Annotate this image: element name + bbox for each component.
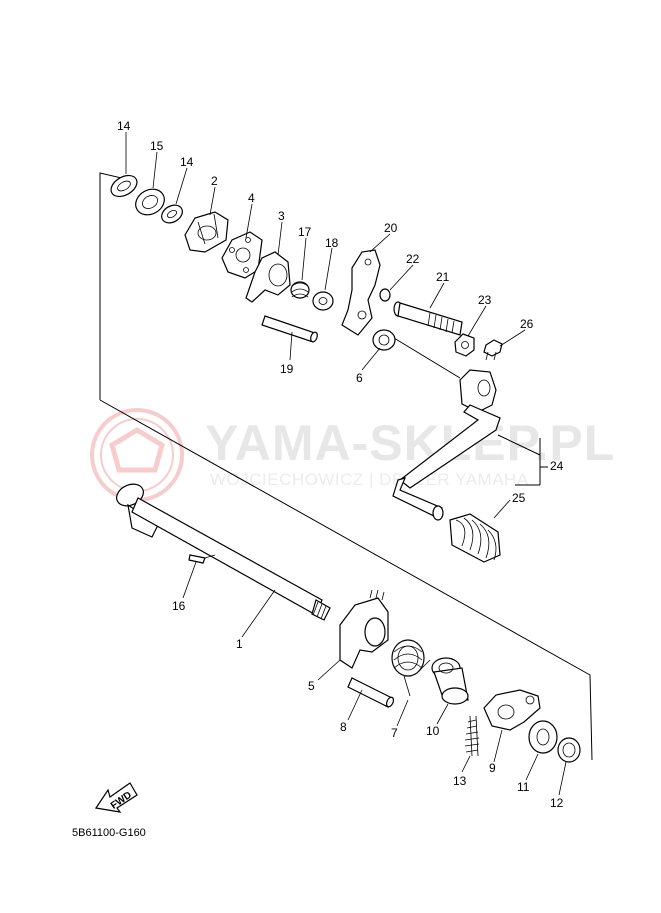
part-10-collar: [431, 657, 469, 705]
part-12-circlip: [557, 737, 581, 763]
callout-4: 4: [248, 191, 255, 205]
callout-22: 22: [406, 252, 420, 266]
part-23-nut: [454, 333, 475, 357]
callout-5: 5: [308, 679, 315, 693]
callout-23: 23: [478, 293, 492, 307]
watermark-title: YAMA-SKLEP.PL: [205, 415, 615, 471]
part-2-shift-cam: [184, 211, 229, 253]
part-1-shift-shaft: [116, 483, 331, 621]
part-9-lever: [483, 689, 541, 731]
callout-16: 16: [172, 599, 186, 613]
part-21-bolt: [393, 301, 463, 336]
callout-14: 14: [117, 119, 131, 133]
part-8-pin: [347, 677, 395, 708]
part-22-circlip: [379, 288, 391, 302]
part-3-stopper-lever: [245, 251, 291, 303]
leader-lines: [125, 132, 567, 796]
callout-15: 15: [150, 139, 164, 153]
part-26-bolt: [483, 339, 503, 361]
callout-14: 14: [180, 155, 194, 169]
part-4-plate: [221, 231, 263, 279]
callout-1: 1: [236, 637, 243, 651]
part-24-shift-pedal: [392, 369, 501, 521]
callout-19: 19: [280, 362, 294, 376]
callout-24: 24: [550, 459, 564, 473]
watermark: YAMA-SKLEP.PL WOJCIECHOWICZ | DEALER YAM…: [90, 408, 615, 502]
part-14-washer-right: [161, 204, 183, 224]
part-19-pin: [261, 315, 318, 343]
callout-2: 2: [211, 174, 218, 188]
callout-6: 6: [356, 371, 363, 385]
part-6-bushing: [372, 329, 396, 351]
callout-17: 17: [298, 225, 312, 239]
assembly-outline: [99, 172, 593, 761]
part-20-shift-lever: [341, 249, 381, 336]
watermark-subtitle: WOJCIECHOWICZ | DEALER YAMAHA: [210, 470, 529, 489]
callout-20: 20: [384, 221, 398, 235]
callout-8: 8: [340, 720, 347, 734]
part-17-spring: [290, 281, 310, 299]
callout-26: 26: [520, 317, 534, 331]
callout-3: 3: [278, 209, 285, 223]
part-18-washer: [312, 291, 334, 311]
callout-25: 25: [512, 491, 526, 505]
fwd-arrow-icon: FWD: [94, 782, 138, 813]
part-16-pin: [188, 554, 216, 564]
callout-10: 10: [426, 724, 440, 738]
part-25-pedal-rubber: [449, 513, 501, 563]
callout-21: 21: [436, 270, 450, 284]
callout-9: 9: [489, 761, 496, 775]
callout-7: 7: [391, 726, 398, 740]
callouts: 14 15 14 2 4 3 17 18 20 22 21 23 26 19 6…: [117, 119, 564, 810]
callout-11: 11: [517, 780, 530, 794]
part-7-torsion-spring: [391, 639, 431, 697]
part-13-spring: [464, 715, 480, 757]
part-5-shift-arm: [339, 589, 389, 669]
part-11-washer: [528, 720, 558, 754]
callout-18: 18: [325, 236, 339, 250]
diagram-code: 5B61100-G160: [72, 827, 146, 839]
part-14-washer-left: [110, 174, 138, 198]
part-15-bearing: [135, 188, 165, 216]
callout-13: 13: [453, 774, 467, 788]
callout-12: 12: [550, 796, 564, 810]
